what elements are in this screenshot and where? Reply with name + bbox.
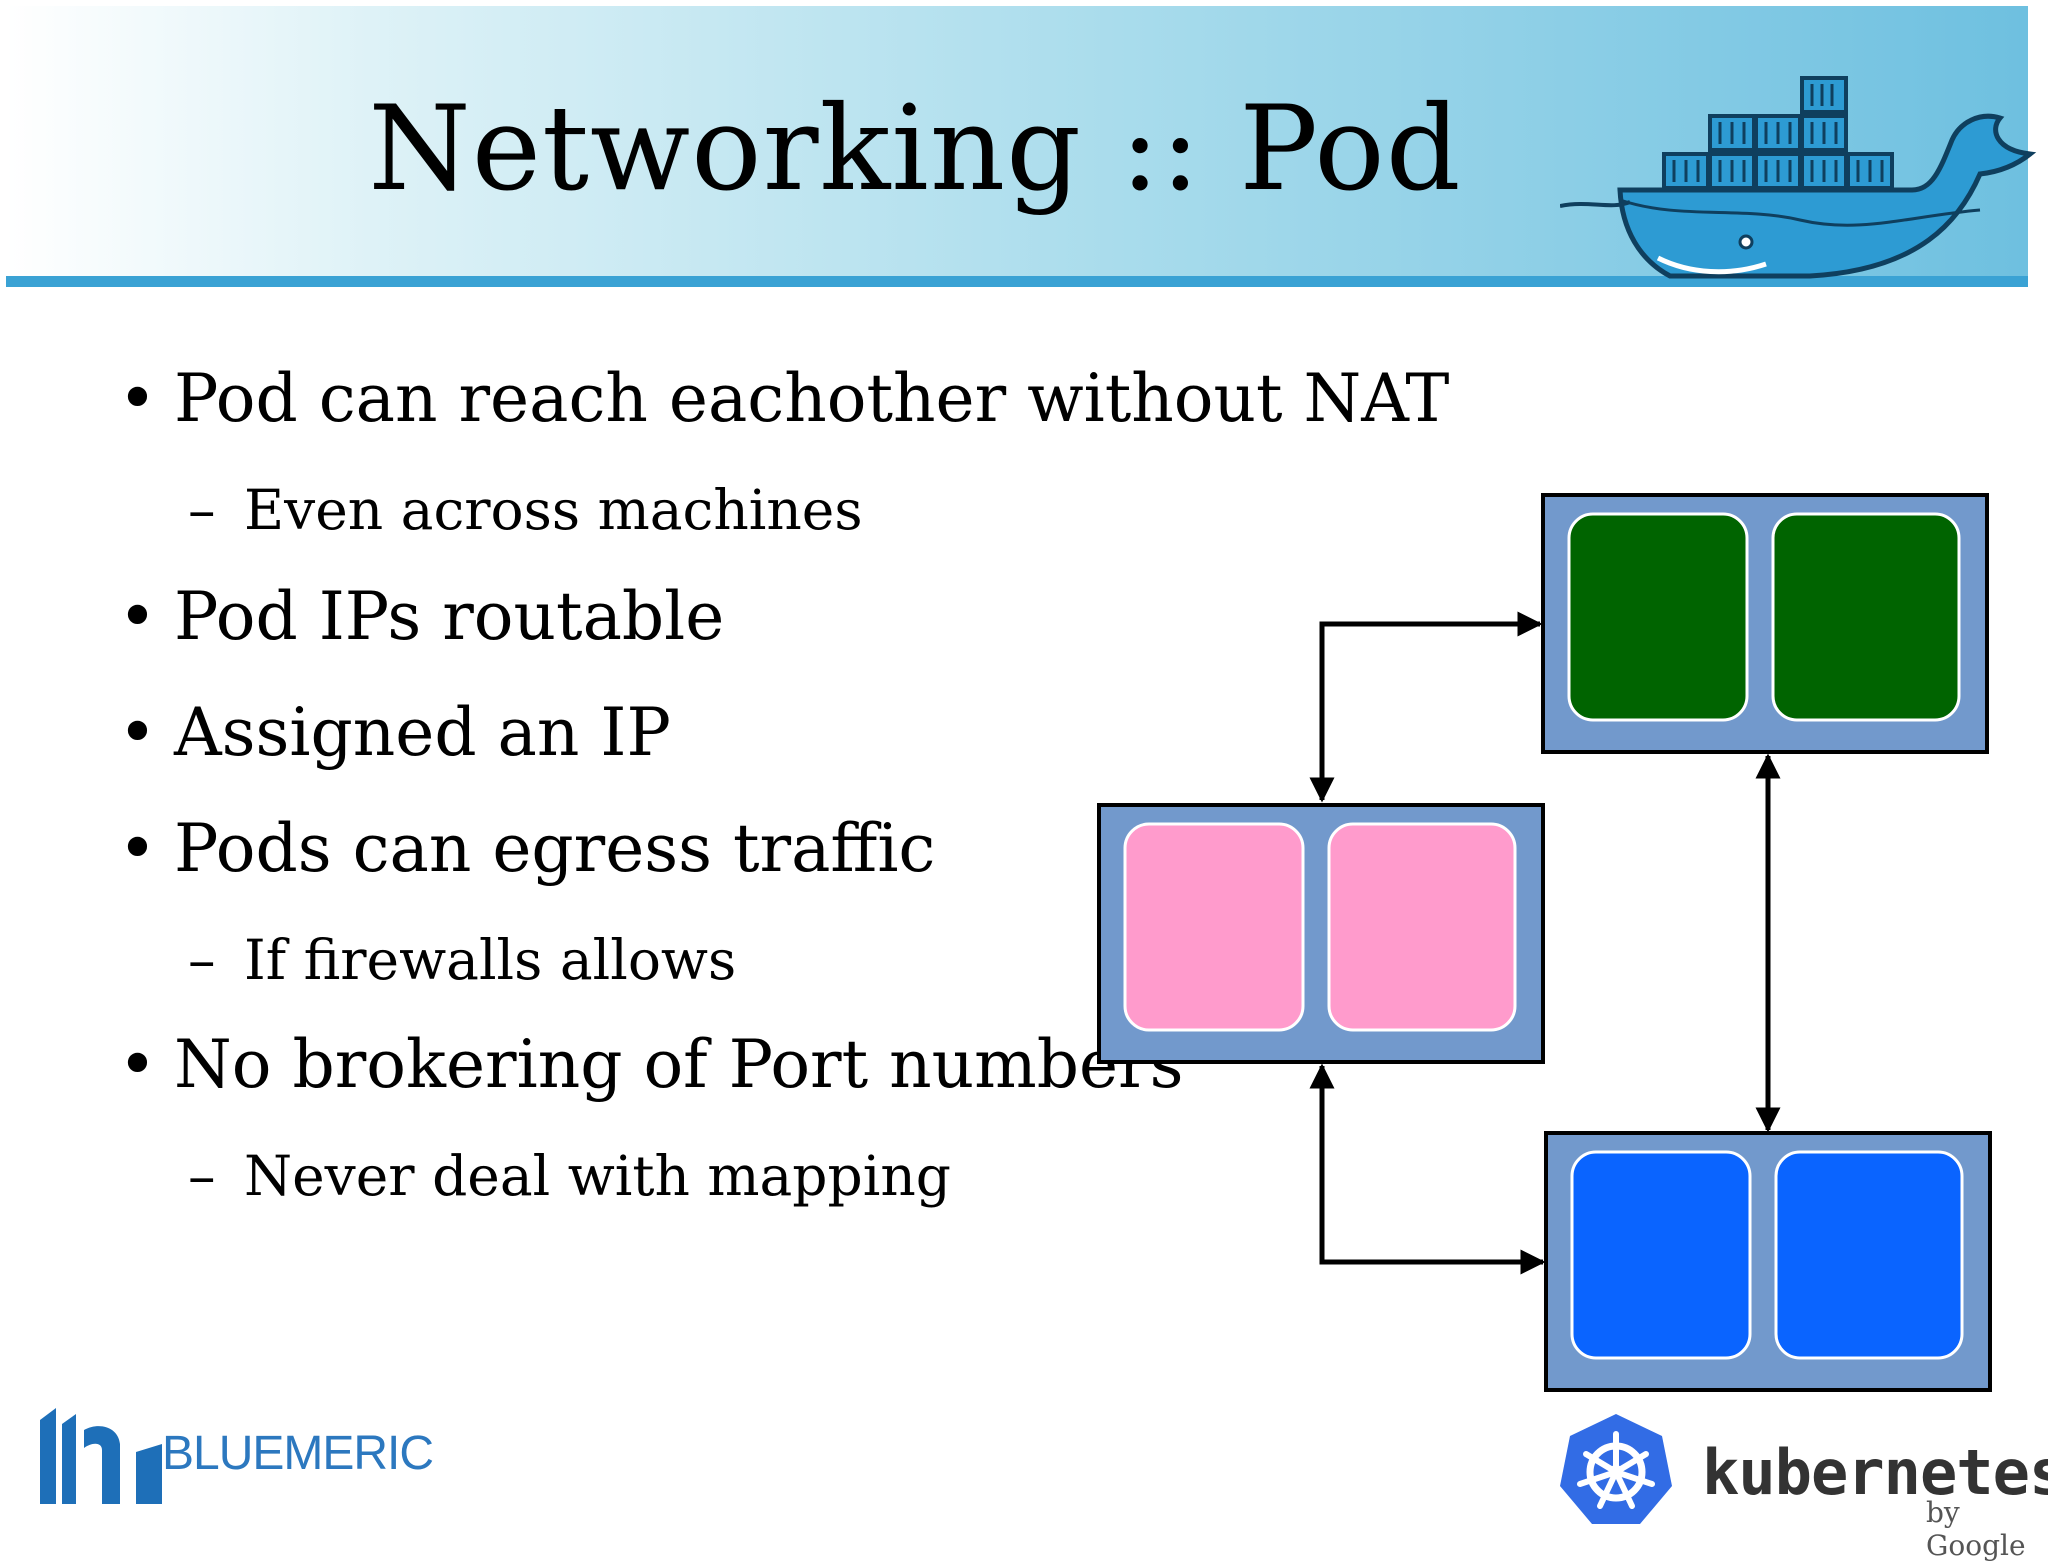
sub-bullet-item: –Never deal with mapping	[188, 1144, 951, 1208]
sub-bullet-glyph: –	[188, 478, 216, 542]
bullet-text: Pod can reach eachother without NAT	[174, 360, 1450, 437]
docker-whale-icon	[1560, 76, 2037, 279]
bluemeric-logo-icon	[40, 1408, 162, 1504]
pod-green-2	[1771, 512, 1961, 722]
sub-bullet-text: Even across machines	[244, 478, 863, 542]
arrow-middle-to-top	[1309, 611, 1543, 803]
bullet-item: •No brokering of Port numbers	[118, 1026, 1183, 1103]
pod-pink-1	[1123, 822, 1305, 1032]
sub-bullet-glyph: –	[188, 1144, 216, 1208]
bullet-item: •Pod can reach eachother without NAT	[118, 360, 1449, 437]
sub-bullet-item: –If firewalls allows	[188, 928, 736, 992]
bullet-glyph: •	[118, 694, 157, 771]
sub-bullet-item: –Even across machines	[188, 478, 863, 542]
sub-bullet-glyph: –	[188, 928, 216, 992]
pod-pink-2	[1327, 822, 1517, 1032]
kubernetes-by-google: by Google	[1926, 1496, 2026, 1562]
kubernetes-wheel-icon	[1560, 1414, 1672, 1524]
bullet-text: Pod IPs routable	[174, 578, 725, 655]
bullet-text: Pods can egress traffic	[174, 810, 936, 887]
bullet-text: No brokering of Port numbers	[174, 1026, 1184, 1103]
bullet-item: •Pod IPs routable	[118, 578, 724, 655]
bullet-glyph: •	[118, 578, 157, 655]
bullet-glyph: •	[118, 810, 157, 887]
kubernetes-wordmark: kubernetes	[1702, 1436, 2048, 1509]
sub-bullet-text: If firewalls allows	[244, 928, 737, 992]
pod-green-1	[1567, 512, 1749, 722]
pod-blue-2	[1774, 1150, 1964, 1360]
bullet-item: •Pods can egress traffic	[118, 810, 935, 887]
title-underline	[6, 276, 2028, 287]
arrow-middle-to-bottom	[1309, 1063, 1546, 1275]
slide-title: Networking :: Pod	[368, 80, 1462, 217]
sub-bullet-text: Never deal with mapping	[244, 1144, 951, 1208]
bullet-glyph: •	[118, 1026, 157, 1103]
bullet-text: Assigned an IP	[174, 694, 671, 771]
pod-blue-1	[1570, 1150, 1752, 1360]
bluemeric-wordmark: BLUEMERIC	[162, 1427, 434, 1480]
bullet-item: •Assigned an IP	[118, 694, 671, 771]
bullet-glyph: •	[118, 360, 157, 437]
